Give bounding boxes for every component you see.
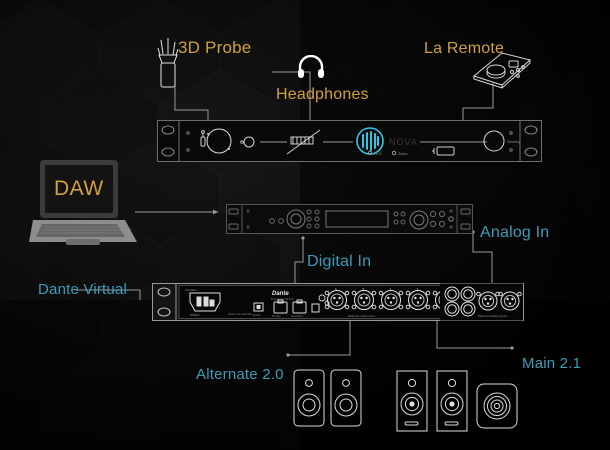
label-headphones: Headphones — [276, 86, 369, 103]
label-analog-in: Analog In — [480, 224, 550, 241]
label-alternate: Alternate 2.0 — [196, 366, 284, 383]
main-speaker-right — [436, 370, 468, 437]
svg-text:Powered Control: Powered Control — [271, 297, 294, 301]
label-digital-in: Digital In — [307, 253, 372, 270]
svg-text:50/60Hz: 50/60Hz — [190, 313, 200, 317]
svg-text:Service: Service — [252, 313, 261, 317]
nova-front-panel[interactable]: NOVA Wi-Fi Status Standby — [157, 120, 542, 167]
svg-text:4: 4 — [390, 287, 392, 291]
svg-text:Power Inlet with SW: Power Inlet with SW — [228, 312, 252, 316]
svg-text:Balanced Analog Inputs: Balanced Analog Inputs — [348, 314, 376, 318]
svg-text:Balanced Analog Outputs: Balanced Analog Outputs — [478, 314, 508, 318]
alternate-speaker-left — [293, 369, 325, 432]
svg-text:Secondary: Secondary — [291, 315, 304, 318]
svg-text:100-240V~: 100-240V~ — [185, 288, 198, 292]
svg-text:Wi-Fi: Wi-Fi — [374, 152, 382, 156]
label-la-remote: La Remote — [424, 40, 505, 57]
rack-processor-unit[interactable] — [226, 204, 473, 239]
label-dante-virtual: Dante Virtual — [38, 281, 128, 298]
svg-text:6: 6 — [335, 287, 337, 291]
label-main: Main 2.1 — [522, 355, 582, 372]
main-speaker-left — [396, 370, 428, 437]
laptop-icon[interactable]: DAW — [28, 158, 140, 253]
svg-text:Dante: Dante — [272, 291, 289, 297]
svg-text:Status: Status — [398, 152, 408, 156]
subwoofer-icon — [476, 383, 518, 434]
remote-control-icon — [468, 48, 536, 95]
alternate-speaker-right — [330, 369, 362, 432]
daw-screen-label: DAW — [54, 177, 104, 200]
svg-text:3: 3 — [417, 287, 419, 291]
label-3d-probe: 3D Probe — [178, 38, 252, 57]
svg-text:NOVA: NOVA — [389, 137, 418, 147]
svg-text:Standby: Standby — [507, 140, 520, 144]
svg-text:Primary: Primary — [272, 315, 281, 318]
rear-panel-outputs[interactable]: Balanced Analog Outputs — [440, 283, 524, 326]
3d-probe-icon — [148, 38, 188, 95]
headphones-icon — [297, 54, 325, 84]
svg-text:5: 5 — [363, 287, 365, 291]
